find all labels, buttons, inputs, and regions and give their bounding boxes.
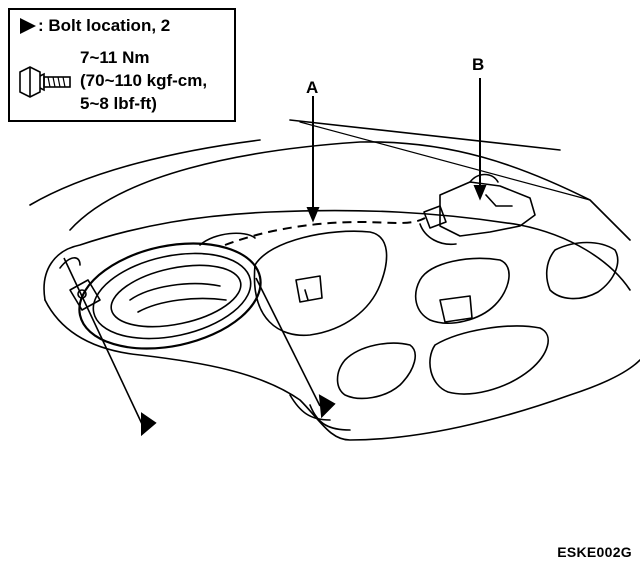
bolt-location-legend: : Bolt location, 2	[20, 16, 170, 36]
torque-line-kgf: (70~110 kgf-cm,	[80, 71, 208, 90]
legend-box: : Bolt location, 2 7~11 Nm (70~110 kgf-c…	[8, 8, 236, 122]
arrowhead-b	[473, 185, 487, 201]
lock-cylinder-outer	[78, 242, 262, 350]
bolt-marker-left	[141, 412, 157, 437]
latch-assembly	[439, 181, 536, 237]
bolt-marker-right	[318, 394, 336, 419]
torque-spec: 7~11 Nm (70~110 kgf-cm, 5~8 lbf-ft)	[80, 46, 207, 115]
leader-line-bolt-right	[255, 277, 321, 407]
triangle-marker-icon	[20, 18, 36, 34]
torque-line-lbf: 5~8 lbf-ft)	[80, 94, 157, 113]
torque-line-nm: 7~11 Nm	[80, 48, 150, 67]
trunk-lid-outline	[69, 141, 631, 241]
inner-panel-outline	[43, 209, 631, 301]
callout-a: A	[306, 78, 319, 97]
arrowhead-a	[306, 207, 320, 223]
cable-path-dashed	[224, 217, 426, 246]
bolt-icon	[19, 66, 71, 98]
bolt-location-text: : Bolt location, 2	[38, 16, 171, 35]
figure-code: ESKE002G	[557, 544, 632, 560]
callout-b: B	[472, 55, 485, 74]
leader-line-bolt-left	[63, 257, 143, 425]
